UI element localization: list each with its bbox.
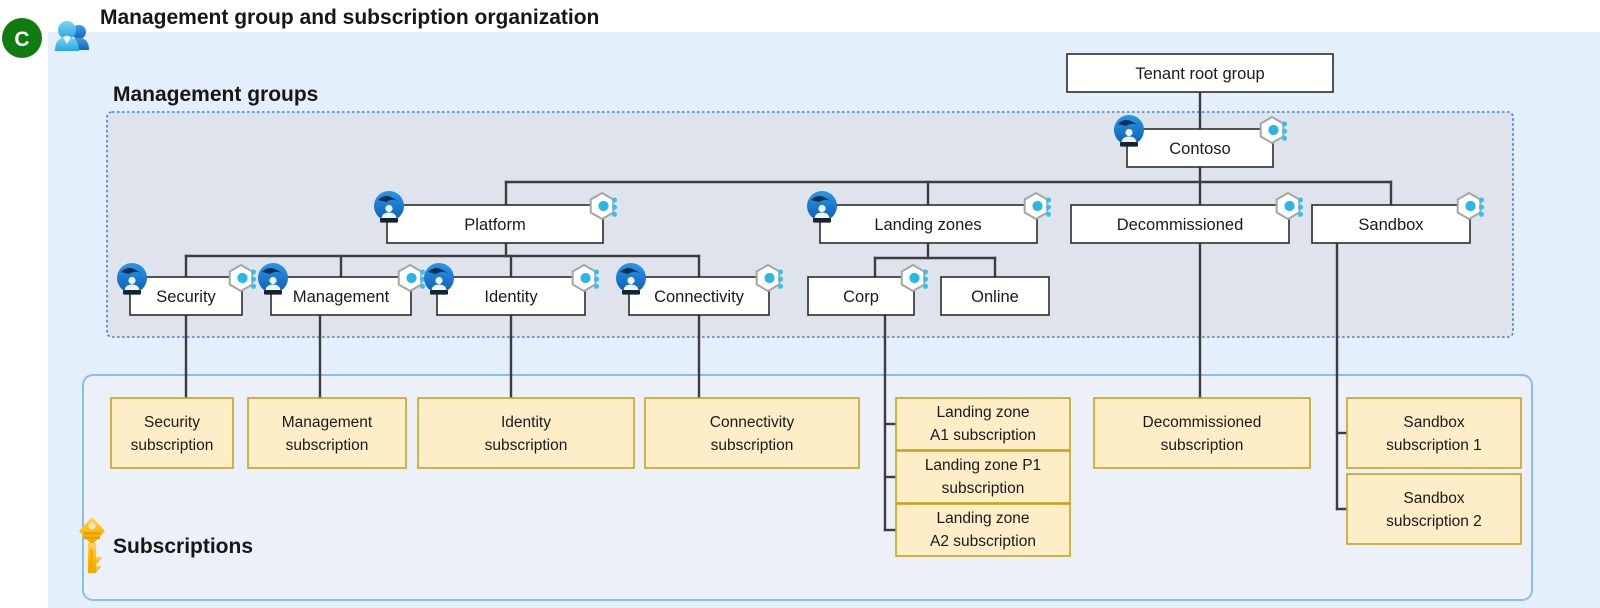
subscription-label-line2: subscription	[942, 480, 1025, 497]
node-label: Tenant root group	[1135, 65, 1264, 83]
node-label: Management	[293, 288, 390, 306]
node-corp[interactable]: Corp	[807, 264, 929, 316]
node-label: Online	[971, 288, 1019, 306]
node-management-subscription[interactable]: Management subscription	[247, 397, 407, 469]
node-label: Identity	[484, 288, 538, 306]
node-landing-zone-a2-subscription[interactable]: Landing zone A2 subscription	[895, 503, 1071, 557]
avatar-letter: C	[14, 28, 29, 51]
node-decommissioned[interactable]: Decommissioned	[1070, 192, 1304, 244]
page-title: Management group and subscription organi…	[100, 6, 599, 29]
node-identity-subscription[interactable]: Identity subscription	[417, 397, 635, 469]
subscription-label-line2: A1 subscription	[930, 427, 1036, 444]
avatar: C	[2, 18, 42, 58]
node-label: Platform	[464, 216, 525, 234]
node-contoso[interactable]: Contoso	[1114, 115, 1288, 168]
management-groups-zone-label: Management groups	[113, 83, 318, 106]
subscription-label-line2: subscription	[131, 437, 214, 454]
node-label: Corp	[843, 288, 879, 306]
node-label: Connectivity	[654, 288, 745, 306]
subscription-label-line1: Landing zone	[936, 404, 1029, 421]
subscription-label-line2: subscription	[711, 437, 794, 454]
subscription-label-line2: subscription	[1161, 437, 1244, 454]
node-layer: Tenant root group Contoso Platform Landi…	[110, 53, 1522, 557]
node-label: Landing zones	[874, 216, 981, 234]
node-connectivity[interactable]: Connectivity	[616, 263, 784, 316]
node-tenant-root-group[interactable]: Tenant root group	[1066, 53, 1334, 93]
node-decommissioned-subscription[interactable]: Decommissioned subscription	[1093, 397, 1311, 469]
subscription-label-line1: Decommissioned	[1143, 414, 1262, 431]
key-icon	[79, 517, 105, 573]
node-label: Contoso	[1169, 140, 1230, 158]
node-online[interactable]: Online	[940, 276, 1050, 316]
node-landing-zone-p1-subscription[interactable]: Landing zone P1 subscription	[895, 450, 1071, 504]
subscription-label-line2: subscription 2	[1386, 513, 1482, 530]
subscription-label-line1: Sandbox	[1403, 414, 1464, 431]
subscription-label-line2: subscription 1	[1386, 437, 1482, 454]
node-sandbox[interactable]: Sandbox	[1311, 192, 1485, 244]
node-platform[interactable]: Platform	[374, 191, 618, 244]
subscription-label-line2: subscription	[286, 437, 369, 454]
users-icon	[55, 21, 89, 51]
node-security-subscription[interactable]: Security subscription	[110, 397, 234, 469]
node-sandbox-subscription-2[interactable]: Sandbox subscription 2	[1346, 473, 1522, 545]
subscription-label-line2: A2 subscription	[930, 533, 1036, 550]
node-identity[interactable]: Identity	[424, 263, 600, 316]
node-connectivity-subscription[interactable]: Connectivity subscription	[644, 397, 860, 469]
node-sandbox-subscription-1[interactable]: Sandbox subscription 1	[1346, 397, 1522, 469]
node-security[interactable]: Security	[117, 263, 257, 316]
node-management[interactable]: Management	[258, 263, 426, 316]
subscription-label-line1: Landing zone P1	[925, 457, 1041, 474]
node-label: Security	[156, 288, 216, 306]
node-landing-zones[interactable]: Landing zones	[807, 191, 1052, 244]
node-label: Sandbox	[1358, 216, 1424, 234]
subscription-label-line1: Security	[144, 414, 200, 431]
subscription-label-line1: Landing zone	[936, 510, 1029, 527]
subscription-label-line1: Connectivity	[710, 414, 795, 431]
subscription-label-line1: Sandbox	[1403, 490, 1464, 507]
node-label: Decommissioned	[1117, 216, 1244, 234]
subscriptions-zone-label: Subscriptions	[113, 535, 253, 558]
subscription-label-line1: Identity	[501, 414, 551, 431]
subscription-label-line2: subscription	[485, 437, 568, 454]
node-landing-zone-a1-subscription[interactable]: Landing zone A1 subscription	[895, 397, 1071, 451]
subscription-label-line1: Management	[282, 414, 373, 431]
